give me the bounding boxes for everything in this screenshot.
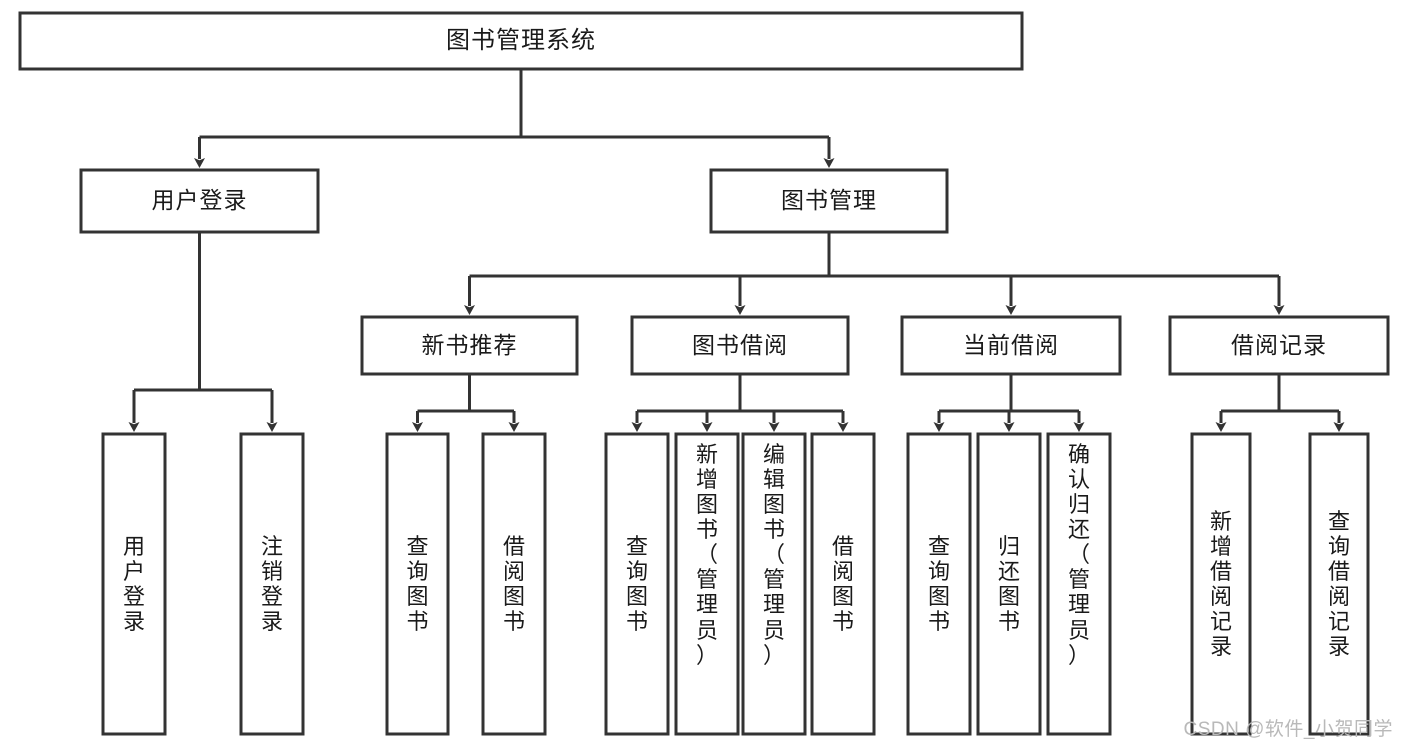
node-box-leaf-归还图书-9[interactable] — [976, 432, 1042, 736]
node-box-leaf-查询图书-8[interactable] — [906, 432, 972, 736]
connector-lines — [128, 69, 1345, 432]
node-box-leaf-用户登录-0[interactable] — [101, 432, 167, 736]
node-box-图书借阅-1[interactable] — [630, 315, 850, 376]
node-box-图书管理-1[interactable] — [709, 168, 949, 234]
node-box-leaf-借阅图书-7[interactable] — [810, 432, 876, 736]
node-box-leaf-查询借阅记录-12[interactable] — [1308, 432, 1370, 736]
node-box-root[interactable] — [18, 11, 1024, 71]
watermark-text: CSDN @软件_小贺同学 — [1183, 719, 1393, 740]
node-box-leaf-新增借阅记录-11[interactable] — [1190, 432, 1252, 736]
node-boxes — [18, 11, 1390, 736]
node-box-leaf-新增图书管理员-5[interactable] — [674, 432, 740, 736]
node-box-当前借阅-2[interactable] — [900, 315, 1122, 376]
node-box-新书推荐-0[interactable] — [360, 315, 579, 376]
node-box-借阅记录-3[interactable] — [1168, 315, 1390, 376]
node-box-用户登录-0[interactable] — [79, 168, 320, 234]
node-box-leaf-查询图书-2[interactable] — [385, 432, 450, 736]
node-box-leaf-编辑图书管理员-6[interactable] — [741, 432, 807, 736]
node-box-leaf-查询图书-4[interactable] — [604, 432, 670, 736]
node-box-leaf-确认归还管理员-10[interactable] — [1046, 432, 1112, 736]
node-box-leaf-注销登录-1[interactable] — [239, 432, 305, 736]
node-box-leaf-借阅图书-3[interactable] — [481, 432, 547, 736]
